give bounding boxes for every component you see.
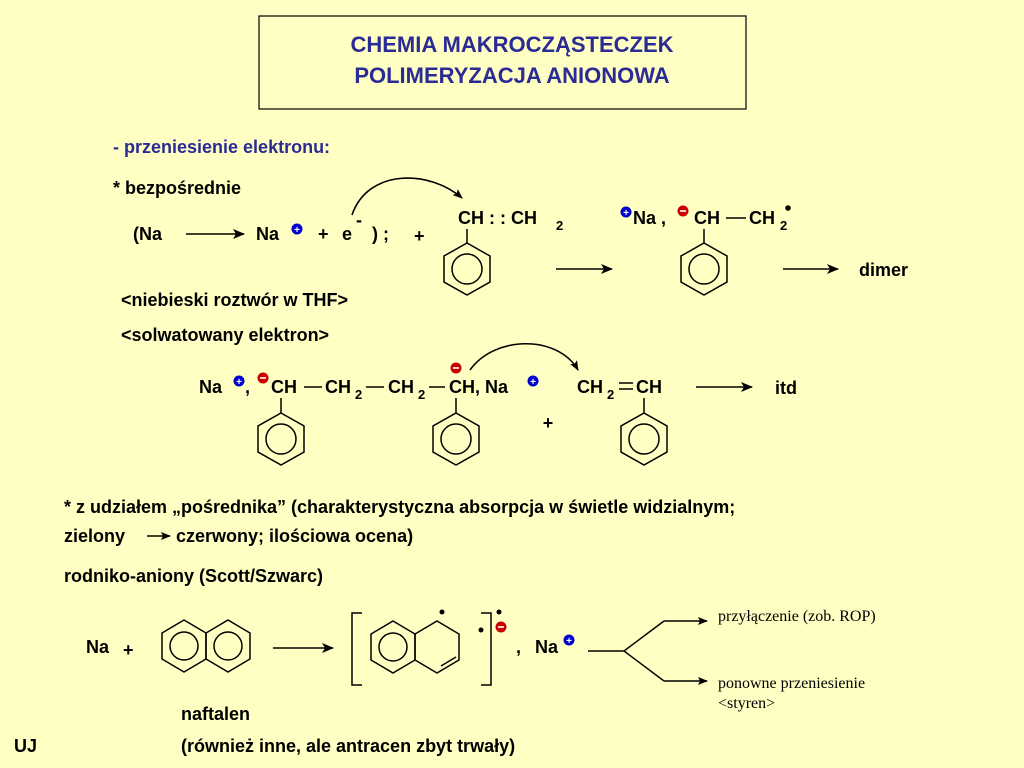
naphthalene-label: naftalen xyxy=(181,704,250,724)
r2-ch2-a: CH xyxy=(325,377,351,397)
r1-plus: + xyxy=(318,224,329,244)
radical-dot-icon xyxy=(496,609,502,615)
plus-charge-icon: + xyxy=(291,223,303,236)
r2-na: Na xyxy=(199,377,223,397)
note-solvated: <solwatowany elektron> xyxy=(121,325,329,345)
transfer-label: - przeniesienie elektronu: xyxy=(113,137,330,157)
mediator-line-2b: czerwony; ilościowa ocena) xyxy=(176,526,413,546)
radical-dot-icon xyxy=(785,205,791,211)
naphthalene-structure xyxy=(161,619,251,673)
benzene-ring xyxy=(432,412,480,466)
minus-charge-icon xyxy=(257,372,269,384)
plus-charge-icon: + xyxy=(233,375,245,388)
r2-ch-a: CH xyxy=(271,377,297,397)
monomer-ch: CH xyxy=(636,377,662,397)
r2-ch-b: CH, Na xyxy=(449,377,509,397)
direct-label: * bezpośrednie xyxy=(113,178,241,198)
styrene-sub: 2 xyxy=(556,218,563,233)
itd-label: itd xyxy=(775,378,797,398)
benzene-ring xyxy=(257,412,305,466)
note-blue-solution: <niebieski roztwór w THF> xyxy=(121,290,348,310)
radical-dot-icon xyxy=(478,627,484,633)
svg-text:+: + xyxy=(623,208,629,219)
r1-electron-charge: - xyxy=(356,210,362,230)
r1-electron: e xyxy=(342,224,352,244)
r3-comma: , xyxy=(516,637,521,657)
minus-charge-icon xyxy=(450,362,462,374)
r1-close: ) ; xyxy=(372,224,389,244)
monomer-ch2: CH xyxy=(577,377,603,397)
branch-bottom-line-1: ponowne przeniesienie xyxy=(718,675,865,692)
minus-charge-icon xyxy=(677,205,689,217)
radical-anion-bracket xyxy=(351,612,492,686)
plus-charge-icon: + xyxy=(563,634,575,647)
benzene-ring xyxy=(680,242,728,296)
r3-plus: + xyxy=(123,640,134,660)
curved-arrow-icon xyxy=(351,177,463,216)
r1-na: Na xyxy=(256,224,280,244)
svg-text:+: + xyxy=(566,636,572,647)
author-label: UJ xyxy=(14,736,37,756)
product-na: Na , xyxy=(633,208,666,228)
benzene-ring xyxy=(620,412,668,466)
branching-arrows xyxy=(588,617,708,685)
product-ch: CH xyxy=(694,208,720,228)
title-line-1: CHEMIA MAKROCZĄSTECZEK xyxy=(350,32,673,57)
radical-dot-icon xyxy=(439,609,445,615)
r2-sub-a: 2 xyxy=(355,387,362,402)
dimer-label: dimer xyxy=(859,260,908,280)
r3-na-2: Na xyxy=(535,637,559,657)
r1-plus-2: + xyxy=(414,226,425,246)
branch-bottom-line-2: <styren> xyxy=(718,695,775,712)
minus-charge-icon xyxy=(495,621,507,633)
r2-sub-b: 2 xyxy=(418,387,425,402)
mediator-line-2a: zielony xyxy=(64,526,125,546)
title-line-2: POLIMERYZACJA ANIONOWA xyxy=(354,63,669,88)
svg-text:+: + xyxy=(530,377,536,388)
r2-ch2-b: CH xyxy=(388,377,414,397)
radical-anion-structure xyxy=(370,620,460,674)
other-note: (również inne, ale antracen zbyt trwały) xyxy=(181,736,515,756)
curved-arrow-icon xyxy=(469,343,579,371)
r2-comma: , xyxy=(245,377,250,397)
svg-text:+: + xyxy=(294,225,300,236)
r2-plus: + xyxy=(543,413,554,433)
product-ch2: CH xyxy=(749,208,775,228)
product-sub: 2 xyxy=(780,218,787,233)
mediator-line-1: * z udziałem „pośrednika” (charakterysty… xyxy=(64,497,735,517)
title-box xyxy=(258,15,747,110)
r3-na: Na xyxy=(86,637,110,657)
monomer-sub: 2 xyxy=(607,387,614,402)
styrene-ch: CH : : CH xyxy=(458,208,537,228)
benzene-ring xyxy=(443,242,491,296)
r1-paren-na: (Na xyxy=(133,224,163,244)
plus-charge-icon: + xyxy=(620,206,632,219)
radical-anions-label: rodniko-aniony (Scott/Szwarc) xyxy=(64,566,323,586)
svg-text:+: + xyxy=(236,377,242,388)
plus-charge-icon: + xyxy=(527,375,539,388)
branch-top-label: przyłączenie (zob. ROP) xyxy=(718,608,876,625)
